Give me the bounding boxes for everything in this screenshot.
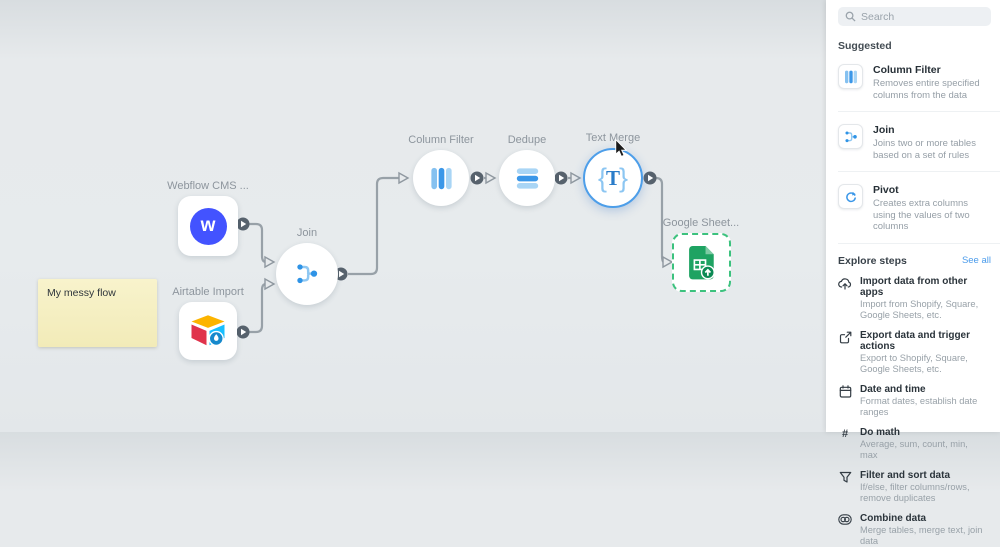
column-filter-icon — [844, 70, 857, 83]
explore-item-title: Combine data — [860, 512, 927, 524]
explore-item-description: Import from Shopify, Square, Google Shee… — [860, 298, 979, 320]
explore-item-export-data[interactable]: Export data and trigger actions Export t… — [838, 330, 991, 375]
combine-icon — [838, 513, 852, 547]
search-placeholder: Search — [861, 10, 895, 23]
node-webflow-cms[interactable]: w — [178, 196, 238, 256]
explore-item-title: Filter and sort data — [860, 469, 951, 481]
node-label-google-sheet: Google Sheet... — [662, 217, 740, 229]
explore-item-date-time[interactable]: Date and time Format dates, establish da… — [838, 384, 991, 418]
join-icon — [844, 130, 857, 142]
webflow-logo-icon: w — [189, 207, 227, 245]
join-icon — [297, 264, 318, 284]
mouse-cursor — [615, 139, 628, 158]
google-sheets-logo-icon — [688, 245, 715, 279]
node-label-webflow: Webflow CMS ... — [167, 180, 249, 192]
node-label-text-merge: Text Merge — [585, 132, 641, 144]
t-letter: T — [605, 165, 620, 190]
explore-item-description: If/else, filter columns/rows, remove dup… — [860, 481, 970, 503]
explore-item-title: Date and time — [860, 383, 926, 395]
explore-item-combine-data[interactable]: Combine data Merge tables, merge text, j… — [838, 513, 991, 547]
suggested-item-join[interactable]: Join Joins two or more tables based on a… — [838, 112, 1000, 172]
explore-steps-title: Explore steps — [838, 254, 907, 267]
node-label-dedupe: Dedupe — [507, 134, 547, 146]
explore-item-description: Format dates, establish date ranges — [860, 395, 978, 417]
suggested-header: Suggested — [838, 40, 892, 52]
cloud-import-icon — [838, 276, 852, 321]
flow-edges — [236, 171, 674, 339]
steps-sidebar: Search Suggested Column Filter Removes e… — [826, 0, 1000, 546]
suggested-item-description: Removes entire specified columns from th… — [873, 78, 980, 101]
column-filter-icon — [430, 167, 452, 189]
node-join[interactable] — [276, 243, 338, 305]
node-dedupe[interactable] — [499, 150, 555, 206]
explore-item-import-data[interactable]: Import data from other apps Import from … — [838, 276, 991, 321]
join-iconbox — [838, 124, 863, 149]
flow-canvas[interactable]: My messy flow Webflow CMS ... w Airtable… — [0, 0, 1000, 432]
explore-item-description: Merge tables, merge text, join data — [860, 524, 983, 546]
text-merge-icon: { T } — [597, 162, 629, 193]
explore-steps-header: Explore steps See all — [838, 255, 991, 267]
search-input[interactable]: Search — [838, 7, 991, 26]
webflow-letter: w — [200, 215, 216, 236]
dedupe-icon — [516, 167, 538, 189]
node-label-airtable: Airtable Import — [172, 286, 244, 298]
node-text-merge[interactable]: { T } — [583, 148, 643, 208]
node-google-sheet[interactable] — [672, 233, 731, 292]
export-icon — [838, 330, 852, 375]
suggested-item-pivot[interactable]: Pivot Creates extra columns using the va… — [838, 172, 1000, 244]
airtable-logo-icon — [191, 315, 225, 347]
node-label-join: Join — [296, 227, 318, 239]
pivot-iconbox — [838, 184, 863, 209]
search-icon — [845, 11, 856, 22]
funnel-icon — [838, 470, 852, 504]
explore-item-title: Import data from other apps — [860, 275, 968, 298]
brace-close: } — [619, 162, 629, 193]
explore-item-title: Do math — [860, 426, 900, 438]
column-filter-iconbox — [838, 64, 863, 89]
explore-item-title: Export data and trigger actions — [860, 329, 971, 352]
explore-item-description: Average, sum, count, min, max — [860, 438, 968, 460]
suggested-item-description: Joins two or more tables based on a set … — [873, 138, 976, 161]
suggested-item-description: Creates extra columns using the values o… — [873, 198, 970, 232]
sticky-note[interactable]: My messy flow — [38, 279, 157, 347]
suggested-item-column-filter[interactable]: Column Filter Removes entire specified c… — [838, 52, 1000, 112]
hash-glyph: # — [841, 427, 849, 440]
sticky-note-text: My messy flow — [47, 287, 116, 299]
node-column-filter[interactable] — [413, 150, 469, 206]
suggested-item-title: Pivot — [873, 184, 899, 196]
node-label-column-filter: Column Filter — [408, 134, 474, 146]
calendar-icon — [838, 384, 852, 418]
see-all-link[interactable]: See all — [961, 255, 991, 266]
explore-item-description: Export to Shopify, Square, Google Sheets… — [860, 352, 968, 374]
pivot-icon — [845, 191, 856, 202]
suggested-item-title: Join — [873, 124, 895, 136]
input-arrowheads — [264, 171, 674, 291]
brace-open: { — [597, 162, 607, 193]
suggested-item-title: Column Filter — [873, 64, 941, 76]
node-airtable-import[interactable] — [179, 302, 237, 360]
explore-item-filter-sort[interactable]: Filter and sort data If/else, filter col… — [838, 470, 991, 504]
